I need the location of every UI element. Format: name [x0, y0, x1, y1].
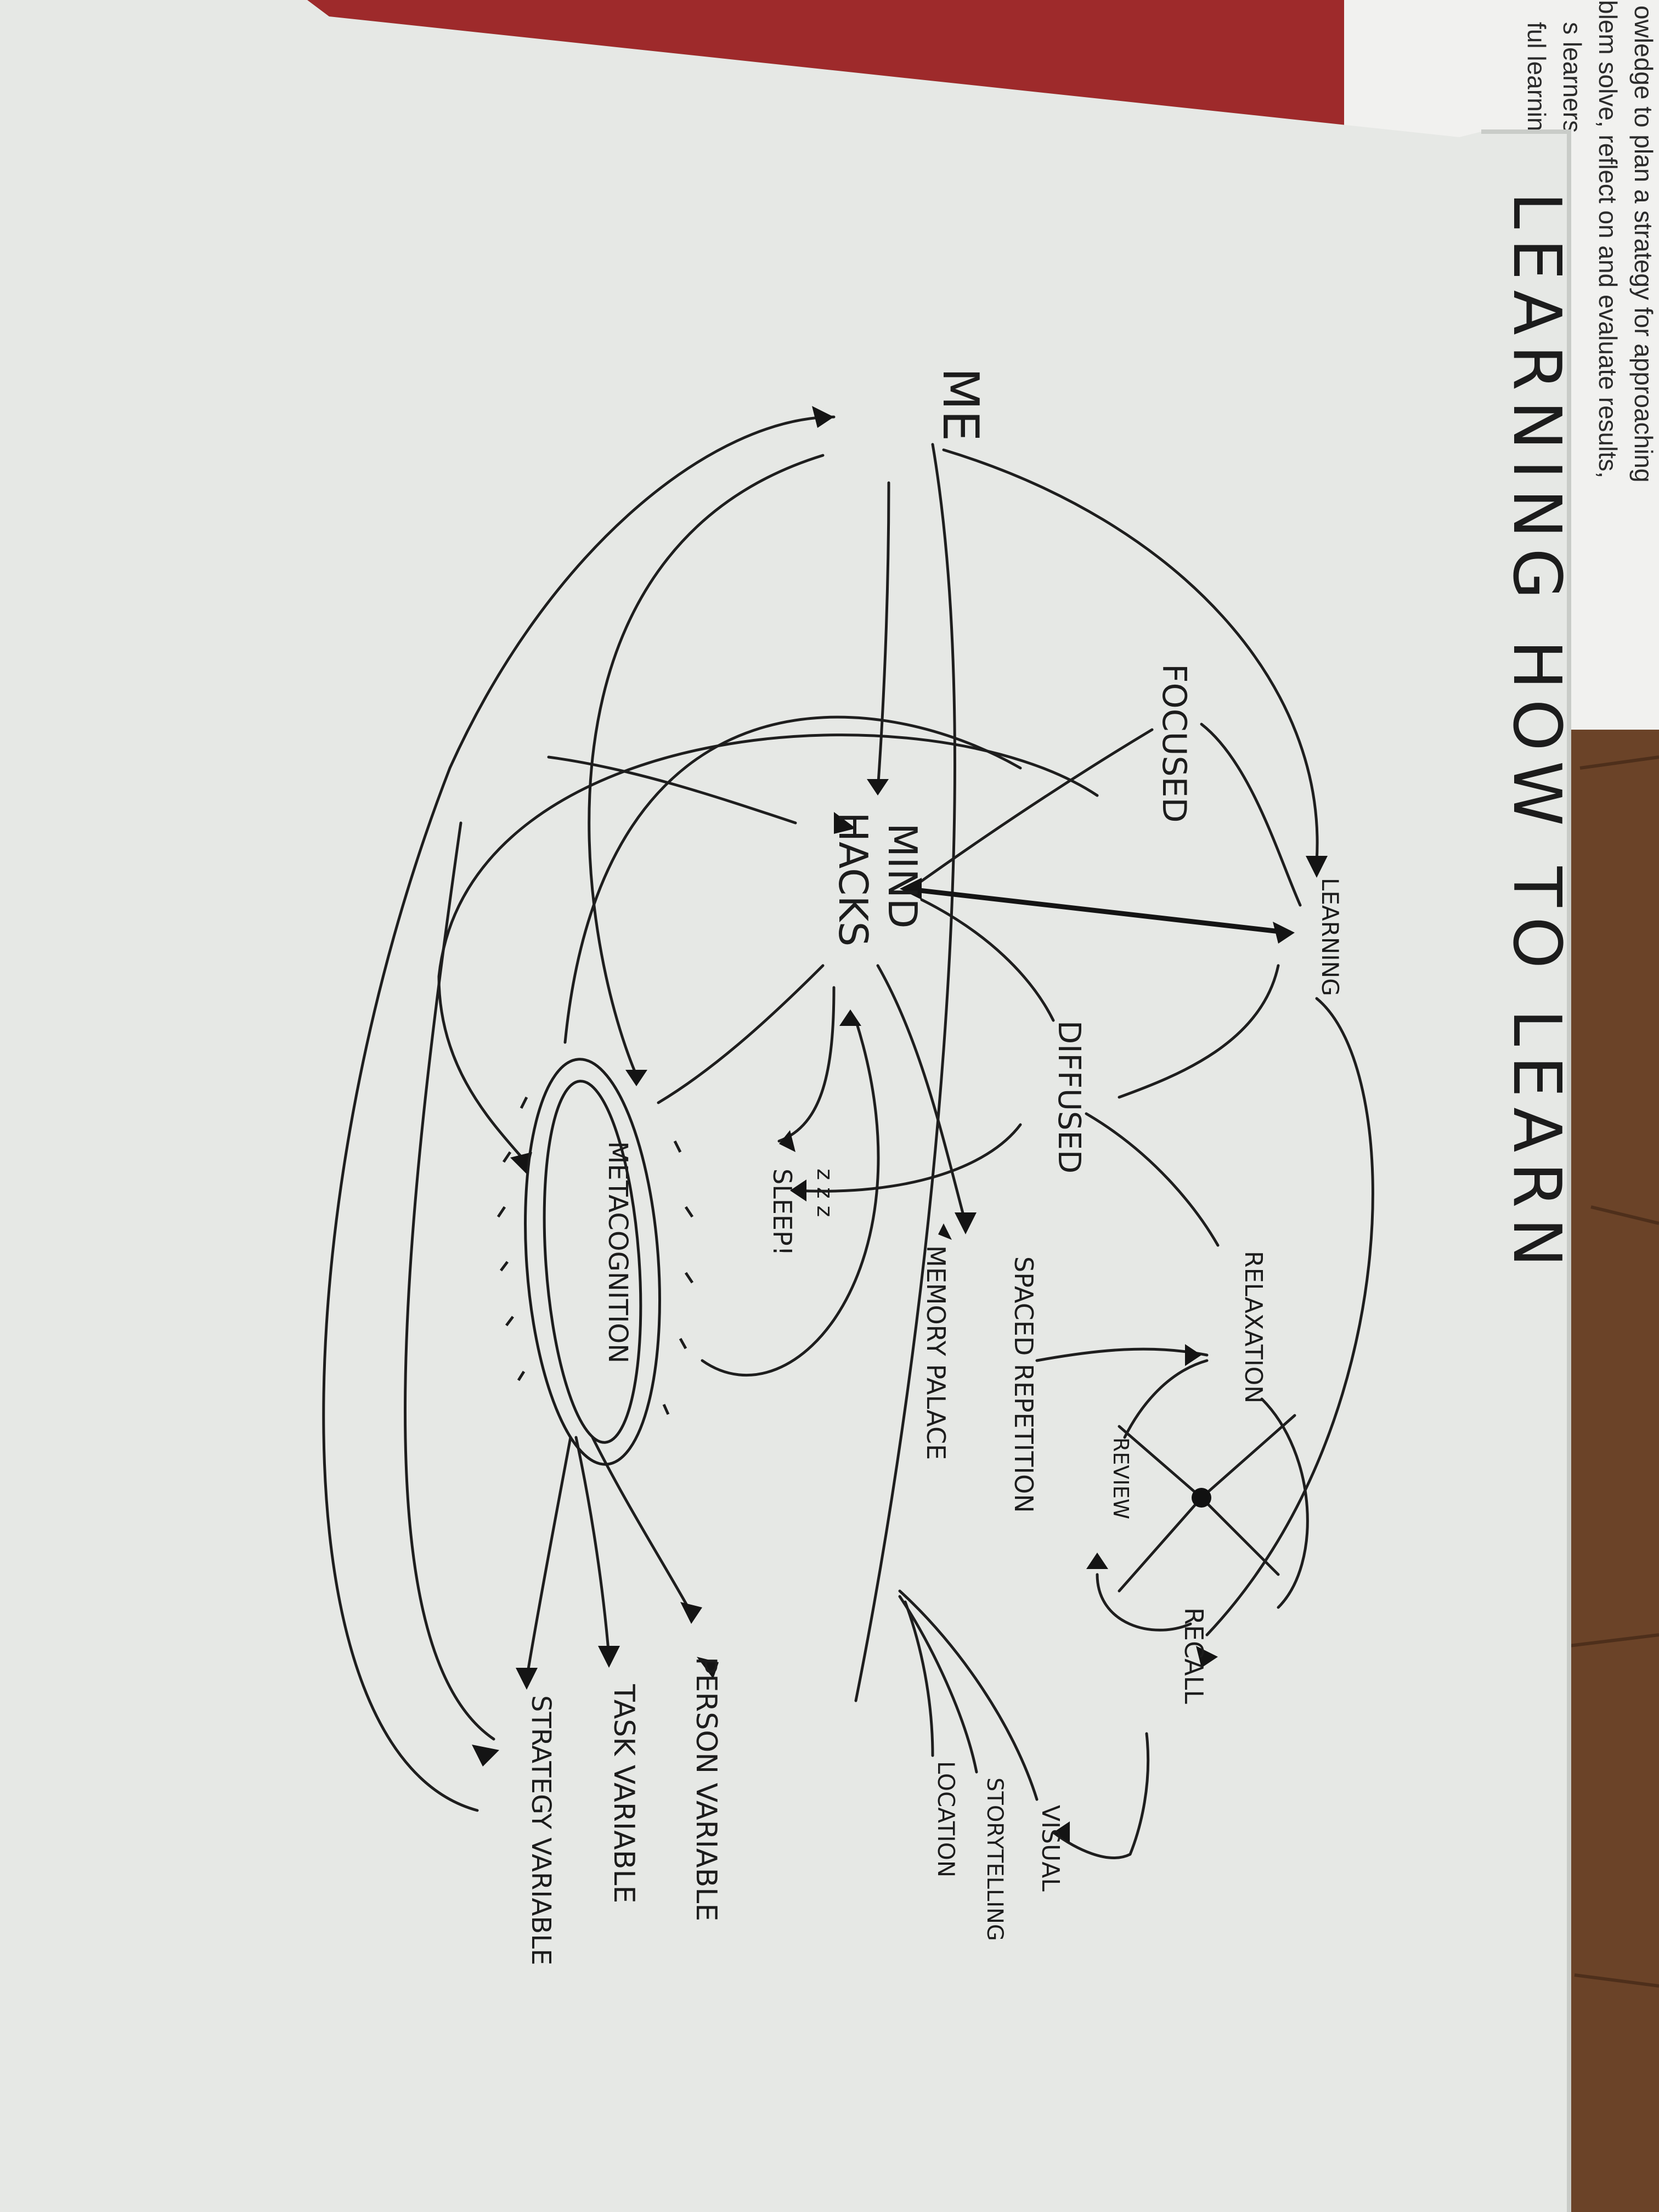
node-task-variable: TASK VARIABLE — [607, 1684, 640, 1903]
arrow-diffused-to-relaxation — [1085, 1112, 1220, 1247]
arrow-diffused-to-learning — [1118, 964, 1280, 1099]
review-wheel — [1118, 1397, 1309, 1609]
arrow-mind-to-diffused — [920, 898, 1055, 1022]
arrow-me-to-person — [854, 443, 956, 1702]
arrow-strategy-loop — [404, 821, 495, 1741]
svg-text:HACKS: HACKS — [830, 812, 876, 946]
arrow-me-to-metacognition — [588, 454, 825, 1077]
arrow-review-loop — [1096, 1573, 1192, 1632]
paper-sheet — [0, 0, 1569, 2212]
node-strategy-variable: STRATEGY VARIABLE — [526, 1695, 556, 1965]
svg-text:RECALL: RECALL — [1179, 1607, 1209, 1704]
arrow-hacks-to-metacognition — [657, 964, 825, 1104]
node-me: ME — [932, 368, 989, 442]
svg-text:PERSON VARIABLE: PERSON VARIABLE — [690, 1657, 723, 1921]
node-labels: ME FOCUSED LEARNING MIND HACKS DIFFUSED … — [526, 368, 1344, 1965]
node-sleep: SLEEP! — [768, 1169, 797, 1256]
svg-text:SLEEP!: SLEEP! — [768, 1169, 797, 1256]
arrow-memory-to-storytelling — [898, 1595, 978, 1774]
arrow-sleep-to-hacks — [701, 1019, 880, 1377]
arrow-mind-learning-double — [902, 886, 1292, 935]
arrow-strategy-to-me — [322, 415, 836, 1812]
svg-text:MEMORY PALACE: MEMORY PALACE — [921, 1245, 951, 1460]
node-location: LOCATION — [933, 1761, 960, 1877]
node-mind: MIND — [879, 823, 926, 929]
arrow-learning-to-recall — [1205, 997, 1374, 1637]
node-recall: RECALL — [1179, 1607, 1209, 1704]
node-review: REVIEW — [1109, 1437, 1133, 1519]
printed-line-1: owledge to plan a strategy for approachi… — [1629, 5, 1658, 482]
arrow-me-to-mind — [876, 481, 890, 792]
arrow-focused-to-learning — [1200, 723, 1302, 907]
svg-text:LEARNING HOW TO LEARN: LEARNING HOW TO LEARN — [1498, 192, 1575, 1277]
svg-text:TASK VARIABLE: TASK VARIABLE — [607, 1684, 640, 1903]
printed-line-2: blem solve, reflect on and evaluate resu… — [1594, 0, 1622, 478]
arrow-memory-to-visual — [898, 1589, 1039, 1801]
svg-text:ME: ME — [932, 368, 989, 442]
printed-line-3: s learners — [1558, 22, 1587, 133]
arrow-mind-loop-to-metacognition — [437, 733, 1099, 1165]
diagram-title: LEARNING HOW TO LEARN — [1498, 192, 1575, 1277]
arrow-memory-to-location — [904, 1600, 934, 1757]
arrow-mind-to-hacks-left — [547, 755, 797, 825]
node-memory-palace: MEMORY PALACE — [921, 1245, 951, 1460]
arrow-meta-to-task — [574, 1436, 611, 1658]
svg-text:VISUAL: VISUAL — [1036, 1805, 1064, 1892]
printed-line-4: ful learning — [1522, 22, 1551, 145]
arrow-diffused-to-sleep — [794, 1123, 1022, 1193]
paper-shadow — [1481, 129, 1571, 2212]
svg-text:METACOGNITION: METACOGNITION — [602, 1141, 633, 1363]
arrow-me-to-learning — [942, 448, 1319, 863]
node-learning: LEARNING — [1317, 878, 1344, 996]
arrow-meta-to-strategy — [525, 1436, 572, 1680]
node-visual: VISUAL — [1036, 1805, 1064, 1892]
node-metacognition: METACOGNITION — [602, 1141, 633, 1363]
svg-text:DIFFUSED: DIFFUSED — [1051, 1020, 1087, 1173]
arrow-focused-to-mind — [909, 728, 1154, 890]
node-storytelling: STORYTELLING — [982, 1778, 1007, 1941]
desk-grain — [1568, 755, 1659, 1988]
arrow-mind-to-memory — [876, 964, 967, 1225]
metacognition-enclosure — [496, 1058, 694, 1466]
node-person-variable: PERSON VARIABLE — [690, 1657, 723, 1921]
red-folder — [307, 0, 1492, 137]
svg-text:REVIEW: REVIEW — [1109, 1437, 1133, 1519]
arrow-focused-loop-to-metacognition — [563, 715, 1022, 1044]
node-focused: FOCUSED — [1155, 664, 1193, 823]
arrow-relax-review — [1123, 1359, 1209, 1439]
node-relaxation: RELAXATION — [1239, 1251, 1267, 1403]
node-diffused: DIFFUSED — [1051, 1020, 1087, 1173]
svg-text:STORYTELLING: STORYTELLING — [982, 1778, 1007, 1941]
diagram-connectors — [322, 406, 1374, 1859]
svg-text:SPACED REPETITION: SPACED REPETITION — [1009, 1256, 1039, 1513]
node-zzz: z z z — [812, 1169, 837, 1217]
svg-text:FOCUSED: FOCUSED — [1155, 664, 1193, 823]
svg-text:LOCATION: LOCATION — [933, 1761, 960, 1877]
svg-text:LEARNING: LEARNING — [1317, 878, 1344, 996]
printed-paper-text: owledge to plan a strategy for approachi… — [1522, 0, 1658, 482]
svg-text:RELAXATION: RELAXATION — [1239, 1251, 1267, 1403]
arrow-recall-to-visual — [1052, 1732, 1150, 1859]
node-spaced-repetition: SPACED REPETITION — [1009, 1256, 1039, 1513]
node-hacks: HACKS — [830, 812, 876, 946]
svg-text:z z z: z z z — [812, 1169, 837, 1217]
arrow-mind-to-sleep — [777, 986, 836, 1143]
svg-text:STRATEGY VARIABLE: STRATEGY VARIABLE — [526, 1695, 556, 1965]
svg-text:MIND: MIND — [879, 823, 926, 929]
